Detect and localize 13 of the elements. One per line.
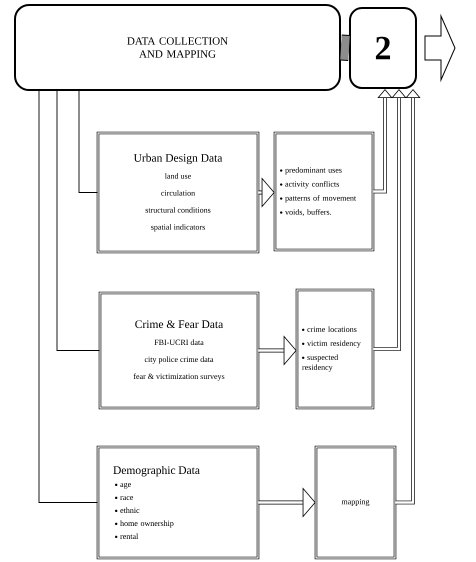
data-box: predominant uses activity conflicts patterns of movement voids, buffers. (274, 132, 374, 252)
stage-number-box: 2 (349, 7, 417, 89)
data-box: mapping (314, 446, 396, 560)
connector-band (340, 34, 350, 61)
stage-title-box: DATA COLLECTION AND MAPPING (14, 4, 341, 91)
block-arrow (424, 14, 456, 82)
data-box: Crime & Fear Data FBI-UCRI data city police crime data fear & victimization surveys (98, 292, 260, 410)
connector-line (78, 90, 98, 193)
data-box: Urban Design Data land use circulation structural conditions spatial indicators (96, 132, 260, 254)
data-box: crime locations victim residency suspected residency (296, 288, 374, 410)
connector-line (56, 90, 100, 351)
connector-line (38, 90, 98, 503)
data-box: Demographic Data age race ethnic home ownership rental (96, 446, 260, 560)
